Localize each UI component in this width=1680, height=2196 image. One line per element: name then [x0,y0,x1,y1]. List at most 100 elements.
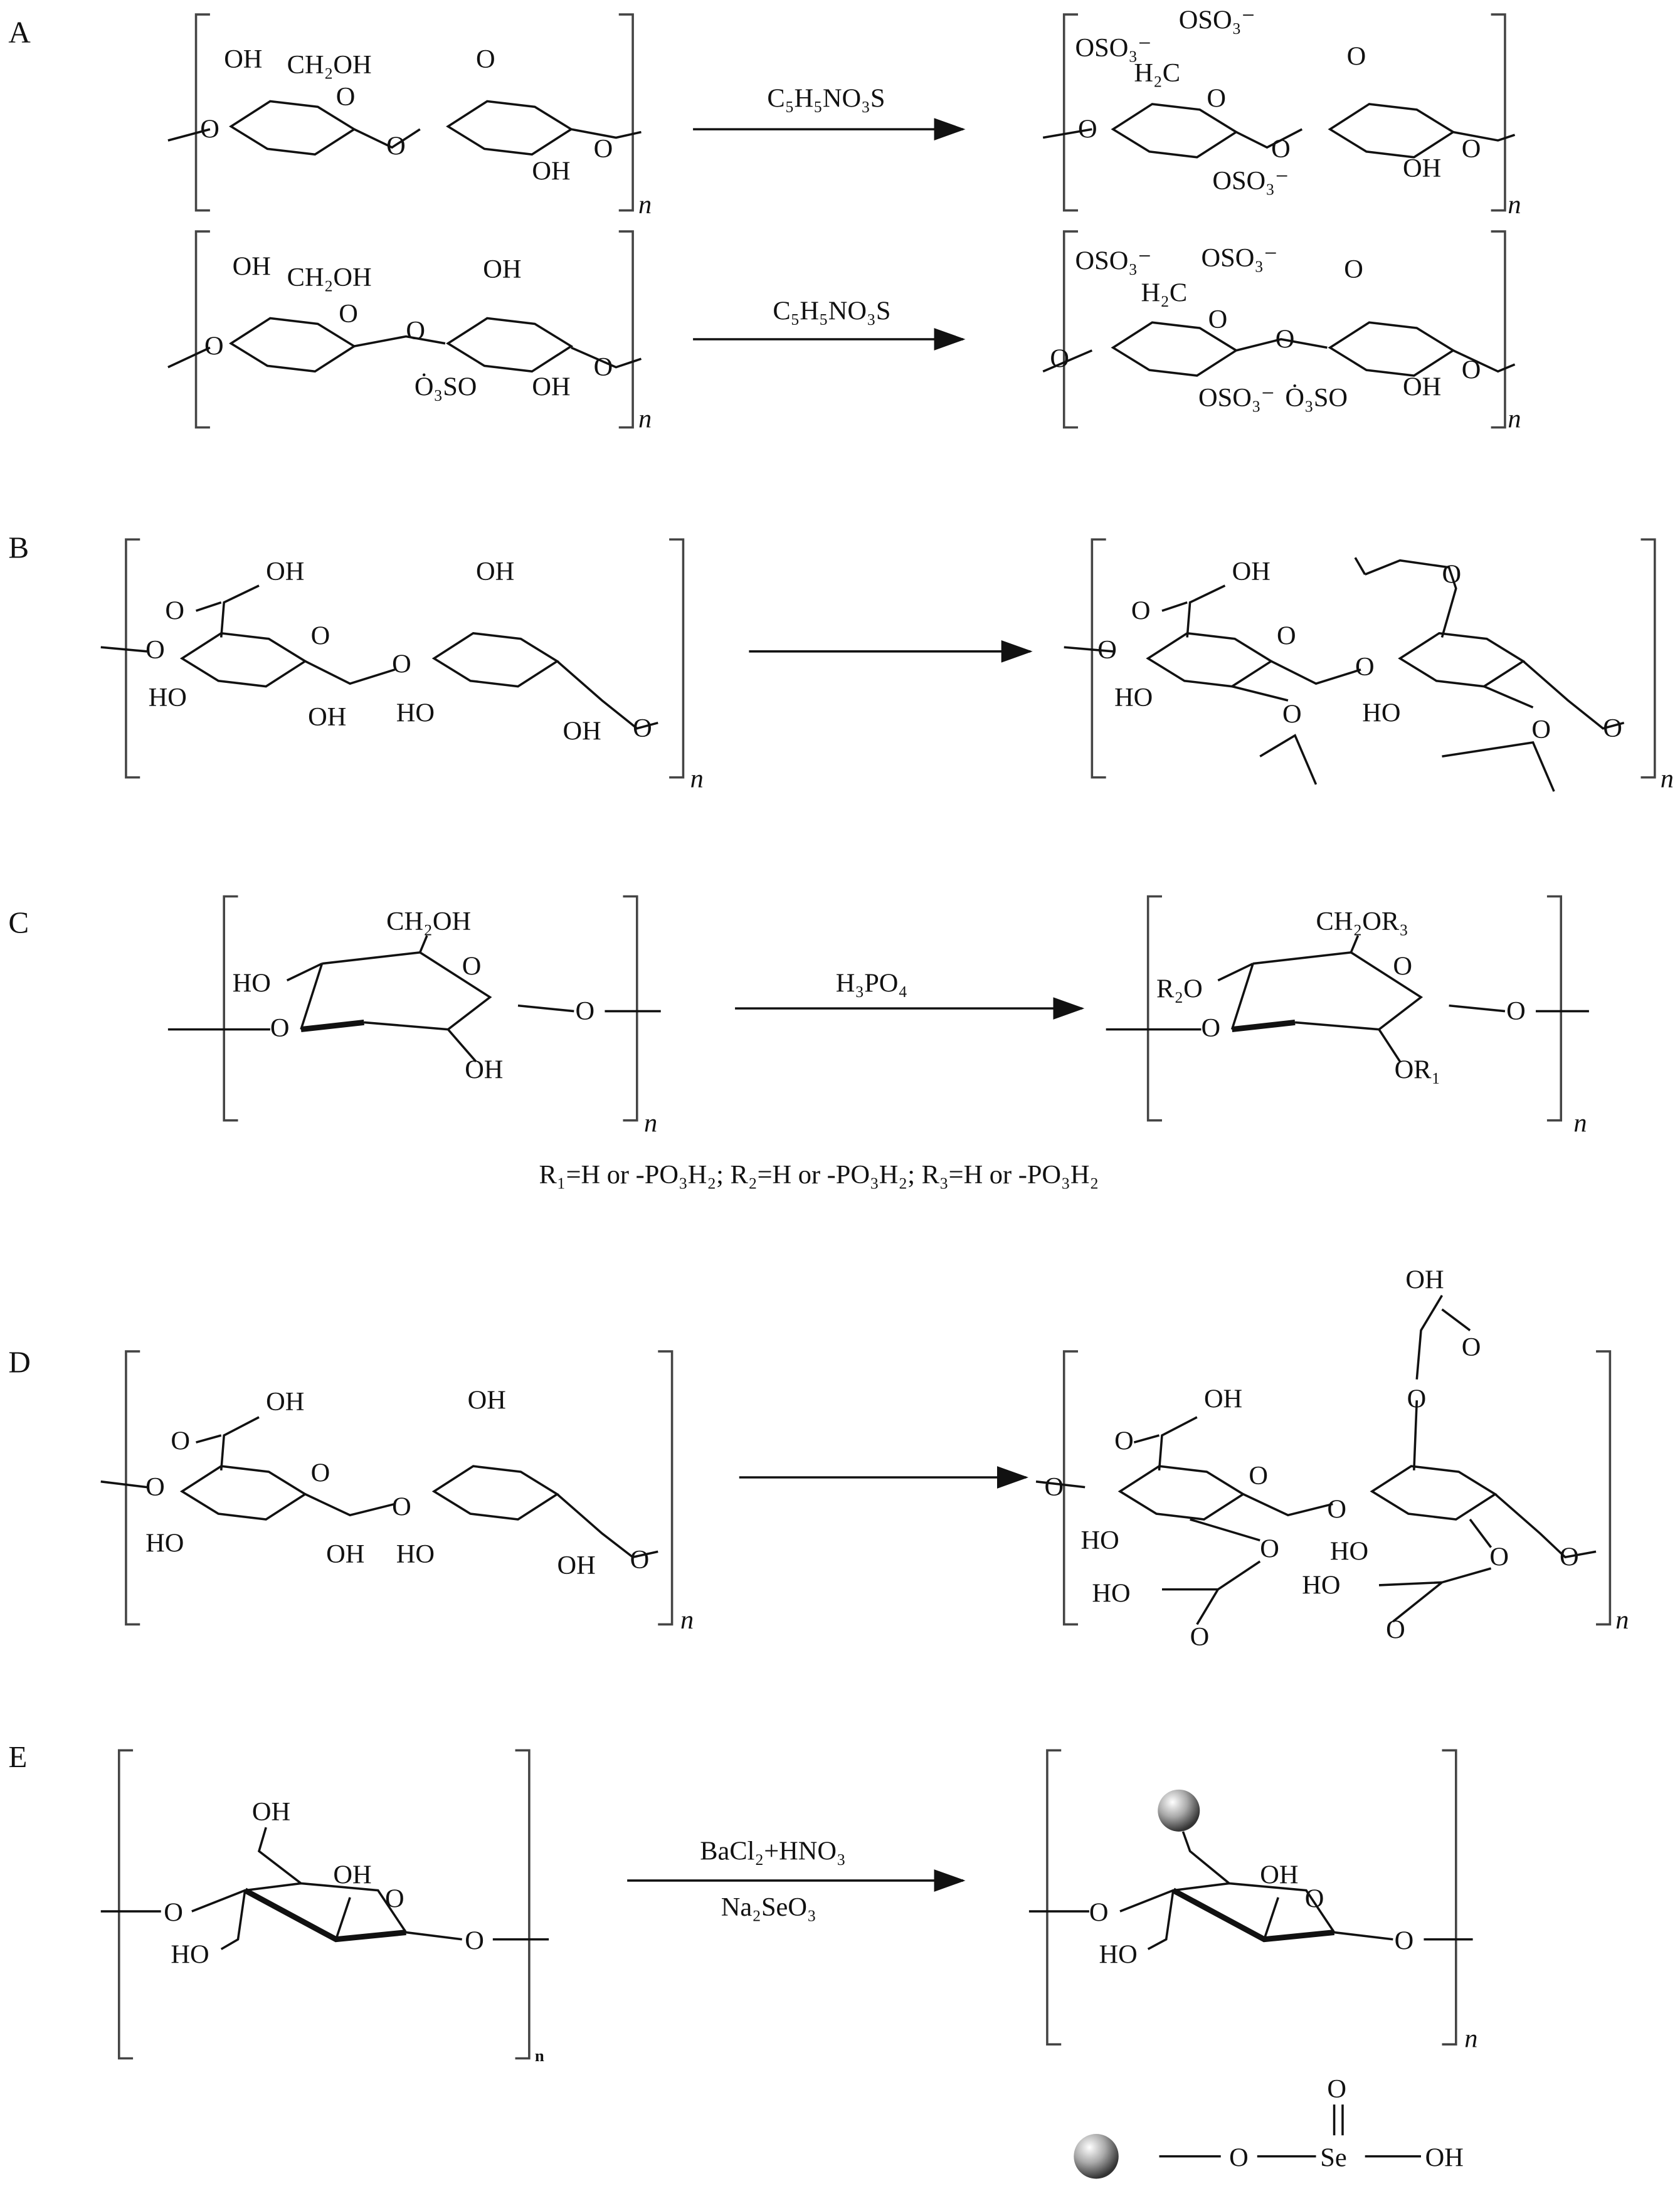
atom-label: HO [1114,683,1153,712]
atom-label: OSO₃⁻ [1212,166,1289,196]
b-product: OH O O O O O HO O HO O O n [1064,538,1674,793]
substituent-footnote: R₁=H or -PO₃H₂; R₂=H or -PO₃H₂; R₃=H or … [539,1160,1099,1190]
atom-label: O [1442,559,1461,589]
atom-label: n [680,1605,694,1635]
atom-label: OSO₃⁻ [1179,5,1255,34]
atom-label: O [406,316,425,346]
atom-label: O [1327,2074,1346,2104]
atom-label: OH [563,716,601,746]
atom-label: OH [532,156,570,186]
atom-label: O [204,332,224,361]
a2-reactant: OH CH₂OH O O O OH Ȯ₃SO OH O n [167,230,652,434]
selenite-group-sphere-icon [1158,1789,1200,1832]
atom-label: n [1615,1605,1629,1635]
atom-label: O [633,714,652,743]
atom-label: O [1050,344,1069,374]
panel-a: A OH CH₂OH O O O O OH O n C₅H₅NO₃S OSO₃⁻… [8,5,1521,433]
panel-b: B OH O O O O OH HO OH HO OH O n OH O O O [8,530,1674,793]
atom-label: HO [233,968,271,998]
panel-label: B [8,530,29,564]
atom-label: HO [1080,1526,1119,1555]
a1-product: OSO₃⁻ OSO₃⁻ H₂C O O O OSO₃⁻ O OH O n [1042,5,1521,219]
atom-label: O [465,1926,484,1955]
atom-label: OSO₃⁻ [1201,243,1277,273]
atom-label: n [690,764,704,793]
atom-label: HO [1092,1579,1130,1608]
atom-label: O [164,1898,183,1928]
atom-label: OH [224,45,262,74]
atom-label: OH [483,255,521,284]
atom-label: O [392,649,411,678]
atom-label: H₂C [1141,278,1187,308]
atom-label: O [1462,1333,1481,1362]
atom-label: O [476,45,495,74]
atom-label: OH [1204,1384,1242,1413]
c-reactant: CH₂OH O HO O O OH n [167,895,661,1138]
atom-label: HO [1330,1537,1368,1566]
atom-label: OH [465,1055,503,1085]
atom-label: O [165,596,184,625]
atom-label: O [1271,134,1291,164]
d-reactant: OH O O O O OH HO OH HO OH O n [100,1350,694,1635]
atom-label: OH [476,557,514,586]
atom-label: OH [266,557,304,586]
atom-label: O [1208,305,1228,334]
atom-label: CH₂OR₃ [1316,907,1408,936]
atom-label: O [462,952,482,981]
atom-label: HO [1099,1940,1138,1970]
selenite-legend: O Se O OH [1074,2074,1464,2179]
atom-label: O [1603,714,1622,743]
atom-label: O [1078,115,1097,144]
atom-label: OH [326,1539,364,1569]
atom-label: OH [1403,372,1441,401]
atom-label: OH [266,1387,304,1417]
atom-label: OH [1403,154,1441,183]
atom-label: O [1249,1461,1268,1491]
atom-label: n [638,190,652,219]
atom-label: CH₂OH [287,50,372,80]
reagent: C₅H₅NO₃S [773,297,890,326]
e-reactant: OH OH O O HO O n [100,1749,549,2065]
atom-label: O [1407,1384,1427,1413]
atom-label: O [1386,1615,1405,1645]
atom-label: n [644,1109,657,1138]
atom-label: R₂O [1156,974,1203,1003]
atom-label: OSO₃⁻ [1198,383,1275,413]
atom-label: O [1531,715,1551,744]
atom-label: n [1508,404,1521,434]
atom-label: O [336,82,356,112]
selenite-group-sphere-icon [1074,2134,1119,2179]
atom-label: OH [468,1386,506,1415]
atom-label: O [1131,596,1151,625]
atom-label: OR₁ [1395,1055,1441,1085]
atom-label: O [576,996,595,1026]
a1-reactant: OH CH₂OH O O O O OH O n [167,13,652,219]
atom-label: O [1462,134,1481,164]
atom-label: O [1560,1543,1579,1572]
panel-d: D OH O O O O OH HO OH HO OH O n OH O O O… [8,1265,1629,1652]
atom-label: O [1229,2143,1249,2172]
atom-label: O [145,1472,165,1502]
atom-label: HO [149,683,187,712]
reagent: H₃PO₄ [836,968,907,998]
panel-label: A [8,15,31,50]
atom-label: O [1190,1622,1210,1652]
atom-label: O [594,134,613,164]
atom-label: O [1395,1926,1414,1955]
reagent: C₅H₅NO₃S [767,83,885,113]
atom-label: HO [171,1940,209,1970]
atom-label: OH [557,1551,596,1580]
atom-label: n [1508,190,1521,219]
atom-label: n [535,2046,544,2065]
atom-label: OSO₃⁻ [1075,246,1152,275]
atom-label: OH [308,702,346,732]
atom-label: OH [333,1860,371,1889]
atom-label: O [1207,83,1226,113]
atom-label: O [594,352,613,382]
atom-label: Se [1320,2143,1346,2172]
atom-label: O [1462,355,1481,384]
atom-label: O [1114,1426,1134,1455]
atom-label: OH [233,251,271,281]
atom-label: O [1355,652,1375,682]
